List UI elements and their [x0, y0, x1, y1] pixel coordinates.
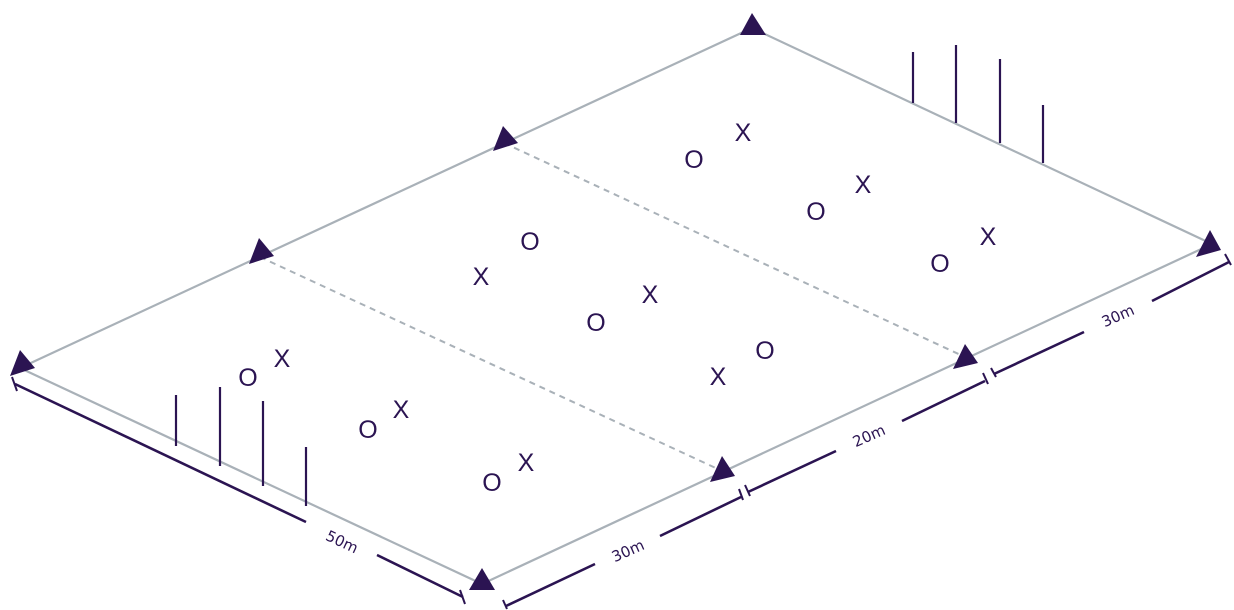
player-x: X — [980, 223, 997, 251]
cone-icon — [249, 238, 274, 264]
player-o: O — [930, 250, 949, 278]
player-x: X — [393, 396, 410, 424]
cone-icon — [10, 350, 35, 376]
player-o: O — [755, 337, 774, 365]
cone-icon — [493, 126, 518, 151]
player-o: O — [482, 469, 501, 497]
player-x: X — [518, 449, 535, 477]
cone-icon — [953, 344, 978, 369]
player-o: O — [238, 364, 257, 392]
cone-icon — [740, 13, 766, 35]
player-x: X — [735, 119, 752, 147]
cone-icon — [1196, 230, 1221, 257]
zone-divider-left — [259, 256, 721, 471]
player-o: O — [586, 309, 605, 337]
cones — [10, 13, 1221, 590]
dimension-50m: 50m — [11, 376, 466, 605]
pole-group-bottom-left — [174, 387, 308, 506]
player-o: O — [358, 416, 377, 444]
dimension-label-30m-left: 30m — [609, 536, 647, 566]
field-outline — [17, 26, 1215, 586]
cone-icon — [469, 568, 495, 590]
dimension-label-50m: 50m — [323, 527, 361, 558]
player-o: O — [520, 228, 539, 256]
dimension-30m-left: 30m — [502, 488, 744, 610]
player-o: O — [806, 198, 825, 226]
dimension-label-20m: 20m — [850, 421, 888, 451]
cone-icon — [710, 456, 735, 482]
pole-group-top-right — [911, 45, 1045, 163]
zone-divider-right — [503, 142, 966, 358]
players: O X O X O X X O O X X O O X O X O X — [238, 119, 996, 497]
player-x: X — [855, 171, 872, 199]
dimension-20m: 20m — [744, 372, 989, 497]
dimension-30m-right: 30m — [990, 253, 1232, 378]
player-x: X — [473, 263, 490, 291]
player-x: X — [710, 363, 727, 391]
player-x: X — [274, 345, 291, 373]
dimension-label-30m-right: 30m — [1099, 301, 1137, 331]
player-o: O — [684, 146, 703, 174]
player-x: X — [642, 281, 659, 309]
